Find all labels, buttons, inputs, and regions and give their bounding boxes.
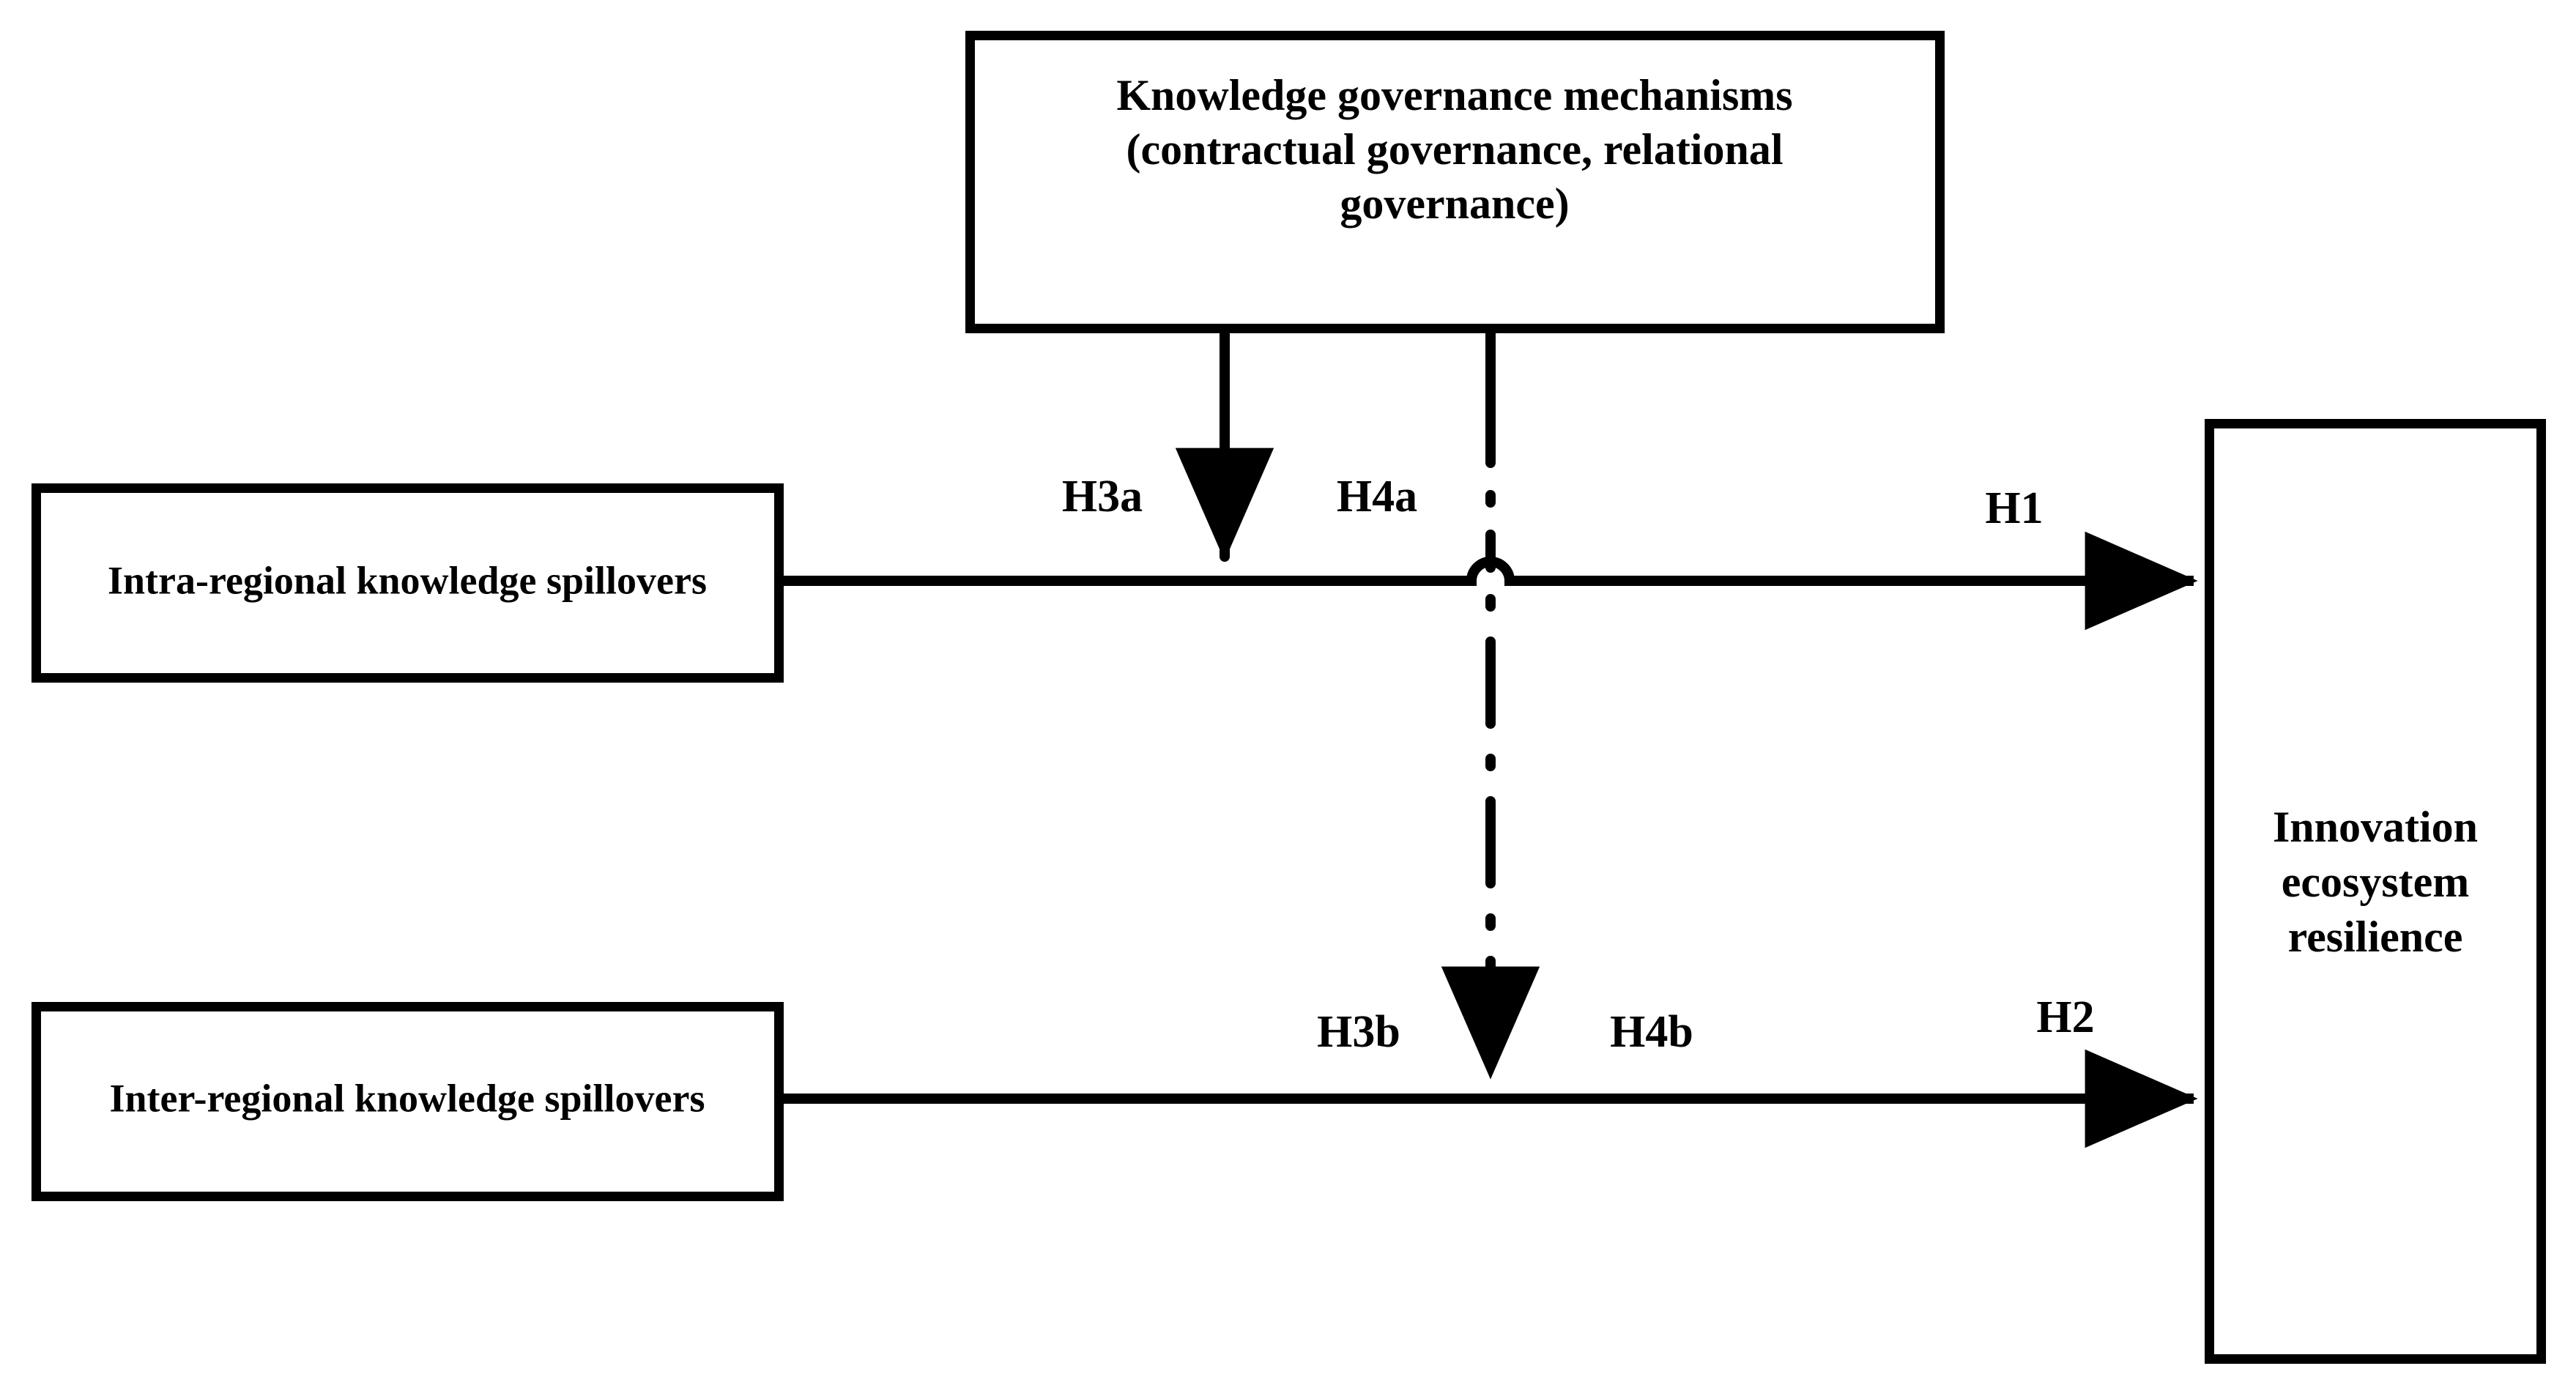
outcome-label-line-2: ecosystem (2282, 858, 2470, 906)
outcome-label-line-1: Innovation (2273, 803, 2478, 851)
inter-box-label: Inter-regional knowledge spillovers (110, 1076, 705, 1120)
outcome-box-outline (2205, 419, 2546, 1364)
path-label-h1: H1 (1985, 483, 2043, 533)
moderator-label-line-3: governance) (1340, 179, 1569, 228)
path-label-h3a: H3a (1062, 472, 1143, 521)
box-knowledge-governance-mechanisms: Knowledge governance mechanisms (contrac… (965, 31, 1945, 333)
intra-box-outline (31, 483, 784, 683)
path-label-h3b: H3b (1317, 1007, 1400, 1057)
box-intra-regional-knowledge-spillovers: Intra-regional knowledge spillovers (31, 483, 784, 683)
path-label-h4b: H4b (1610, 1007, 1693, 1057)
intra-box-label: Intra-regional knowledge spillovers (108, 558, 707, 602)
box-inter-regional-knowledge-spillovers: Inter-regional knowledge spillovers (31, 1002, 784, 1201)
moderator-box-outline (965, 31, 1945, 333)
box-innovation-ecosystem-resilience: Innovation ecosystem resilience (2205, 419, 2546, 1364)
path-label-h4a: H4a (1337, 472, 1417, 521)
moderator-label-line-1: Knowledge governance mechanisms (1116, 71, 1792, 119)
outcome-label-line-3: resilience (2288, 913, 2463, 961)
moderator-label-line-2: (contractual governance, relational (1126, 125, 1783, 174)
path-label-h2: H2 (2036, 992, 2094, 1042)
inter-box-outline (31, 1002, 784, 1201)
